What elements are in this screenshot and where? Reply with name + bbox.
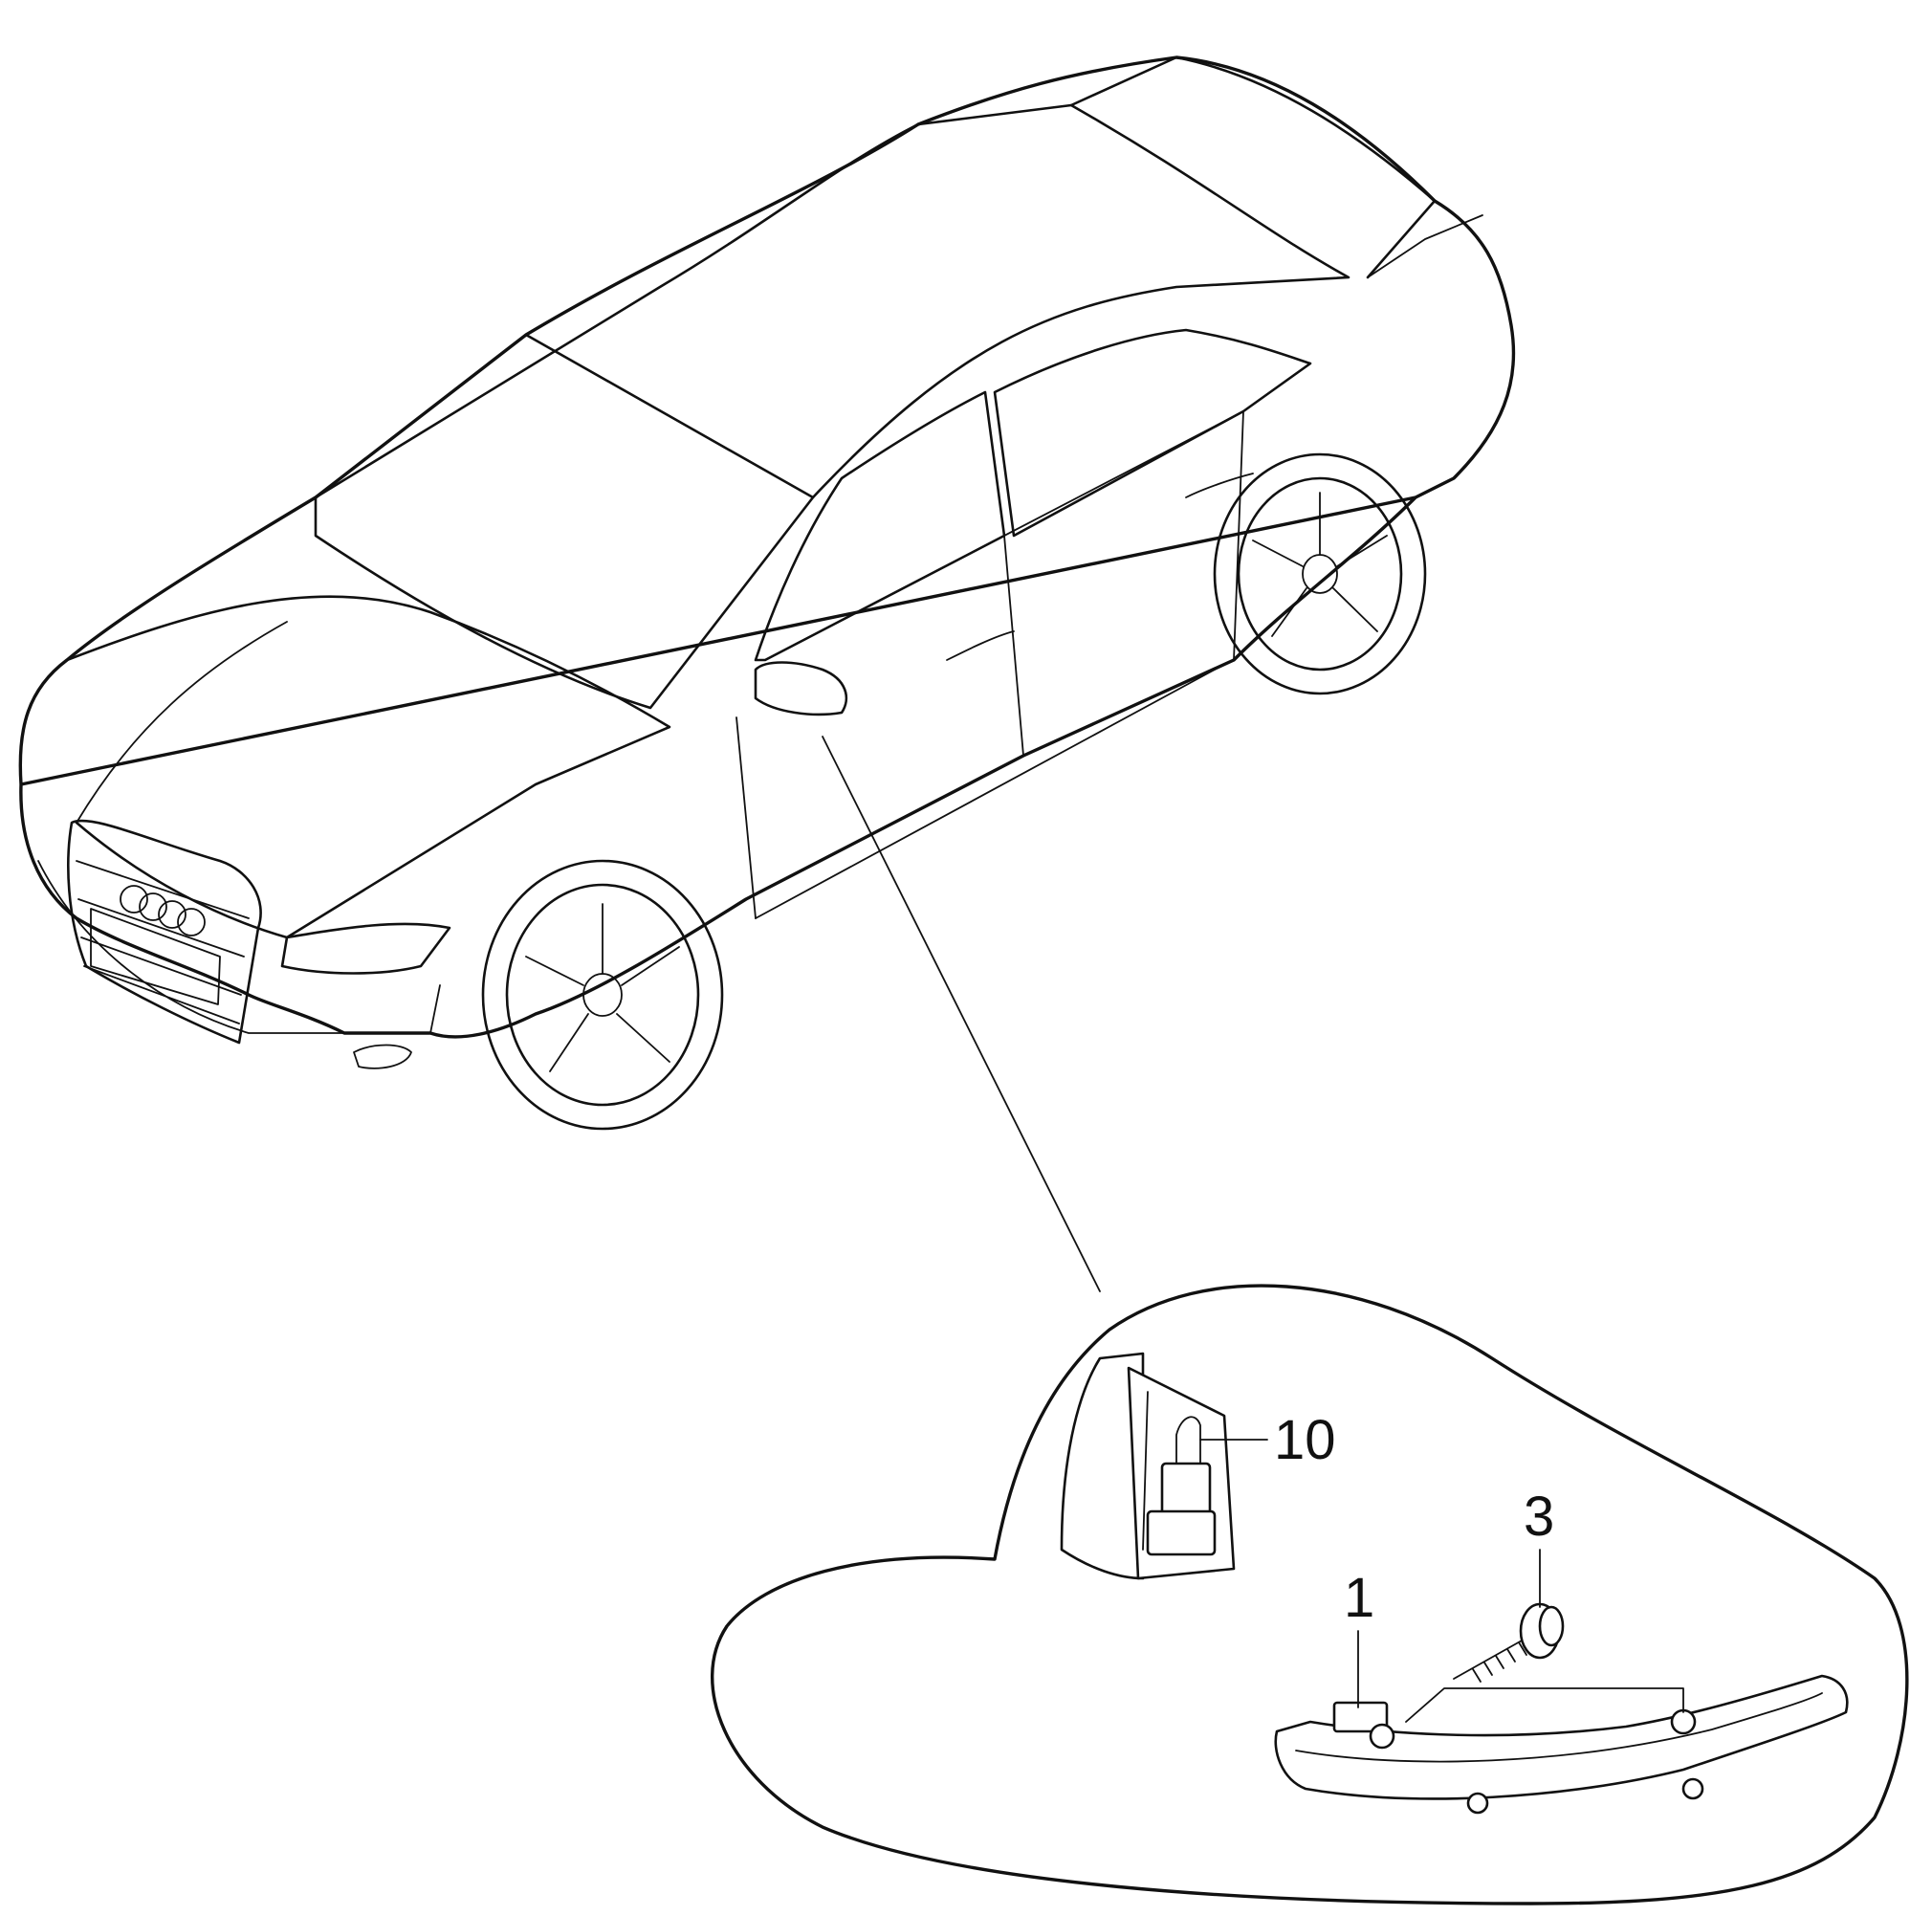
headlight <box>280 922 451 975</box>
windshield <box>314 333 815 710</box>
rear-door <box>1233 410 1244 661</box>
callout-label-1: 1 <box>1344 1567 1374 1629</box>
side-mirror <box>754 661 848 716</box>
front-door <box>735 535 1024 919</box>
rear-glass <box>1069 55 1437 279</box>
car-logo-rings <box>120 885 206 936</box>
door-handle-front <box>946 630 1015 661</box>
part-1-turn-signal <box>1274 1674 1849 1815</box>
part-3-screw <box>1453 1602 1565 1683</box>
hood-crease <box>76 621 288 824</box>
license-plate <box>90 908 221 1005</box>
part-10-bracket <box>1060 1352 1236 1580</box>
mirror-detail-view <box>711 1284 1909 1905</box>
side-sill <box>755 669 1216 919</box>
car-illustration <box>18 55 1516 1131</box>
grille <box>67 819 262 1045</box>
front-bumper <box>37 860 441 1034</box>
car-body-outline <box>18 55 1516 1039</box>
hood <box>65 595 671 939</box>
roof-line <box>314 122 920 499</box>
rear-wheel <box>1213 452 1427 695</box>
callout-1: 1 <box>1344 1567 1374 1708</box>
callout-label-3: 3 <box>1524 1486 1554 1548</box>
grille-slats <box>76 860 250 1024</box>
mirror-housing-outline <box>711 1284 1909 1905</box>
callout-label-10: 10 <box>1274 1409 1336 1471</box>
rear-deck <box>1367 214 1483 278</box>
mirror-leader-line <box>822 736 1101 1292</box>
callout-10: 10 <box>1199 1409 1336 1471</box>
front-wheel <box>481 859 724 1131</box>
roof-panel <box>524 103 1350 499</box>
front-side-window <box>754 390 1006 662</box>
fog-light <box>353 1044 412 1069</box>
rear-side-window <box>993 328 1312 538</box>
door-handle-rear <box>1185 473 1254 498</box>
callout-3: 3 <box>1524 1486 1554 1608</box>
